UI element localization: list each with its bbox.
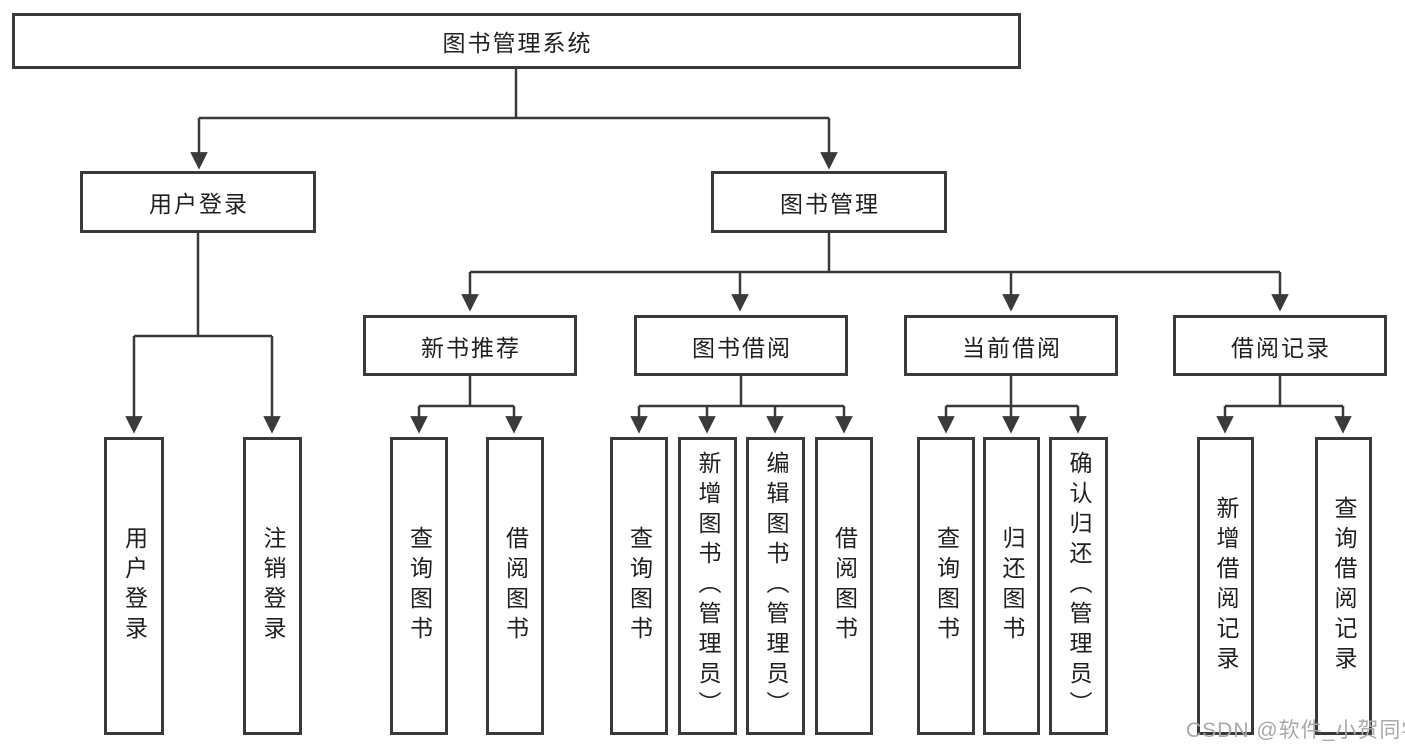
leaf-label: 借阅图书: [831, 526, 858, 646]
node-root-system: 图书管理系统: [12, 13, 1021, 69]
node-new-book-recommend: 新书推荐: [363, 315, 577, 376]
leaf-query-books-1: 查询图书: [390, 437, 448, 735]
leaf-label: 编辑图书（管理员）: [763, 451, 789, 721]
leaf-add-books-admin: 新增图书（管理员）: [678, 437, 737, 735]
node-user-login: 用户登录: [80, 171, 316, 233]
leaf-add-borrow-record: 新增借阅记录: [1197, 437, 1254, 735]
leaf-label: 注销登录: [260, 526, 286, 646]
leaf-label: 查询图书: [933, 526, 960, 646]
leaf-edit-books-admin: 编辑图书（管理员）: [746, 437, 805, 735]
leaf-logout: 注销登录: [243, 437, 302, 735]
leaf-label: 确认归还（管理员）: [1066, 451, 1092, 721]
leaf-label: 归还图书: [999, 526, 1025, 646]
leaf-label: 借阅图书: [502, 526, 529, 646]
csdn-watermark: CSDN @软件_小贺同学: [1186, 719, 1405, 742]
leaf-label: 查询借阅记录: [1331, 496, 1357, 676]
leaf-return-books: 归还图书: [983, 437, 1040, 735]
leaf-label: 新增图书（管理员）: [695, 451, 721, 721]
leaf-label: 新增借阅记录: [1213, 496, 1239, 676]
leaf-user-login: 用户登录: [104, 437, 164, 735]
leaf-query-books-2: 查询图书: [610, 437, 668, 735]
leaf-label: 查询图书: [406, 526, 433, 646]
node-borrow-records: 借阅记录: [1173, 315, 1387, 376]
node-current-borrow: 当前借阅: [904, 315, 1118, 376]
node-book-borrow: 图书借阅: [634, 315, 848, 376]
leaf-query-books-3: 查询图书: [917, 437, 975, 735]
leaf-borrow-books-2: 借阅图书: [815, 437, 873, 735]
node-book-management: 图书管理: [711, 171, 947, 233]
leaf-confirm-return-admin: 确认归还（管理员）: [1049, 437, 1108, 735]
leaf-query-borrow-record: 查询借阅记录: [1315, 437, 1372, 735]
leaf-label: 查询图书: [626, 526, 653, 646]
leaf-label: 用户登录: [121, 526, 148, 646]
leaf-borrow-books-1: 借阅图书: [486, 437, 544, 735]
